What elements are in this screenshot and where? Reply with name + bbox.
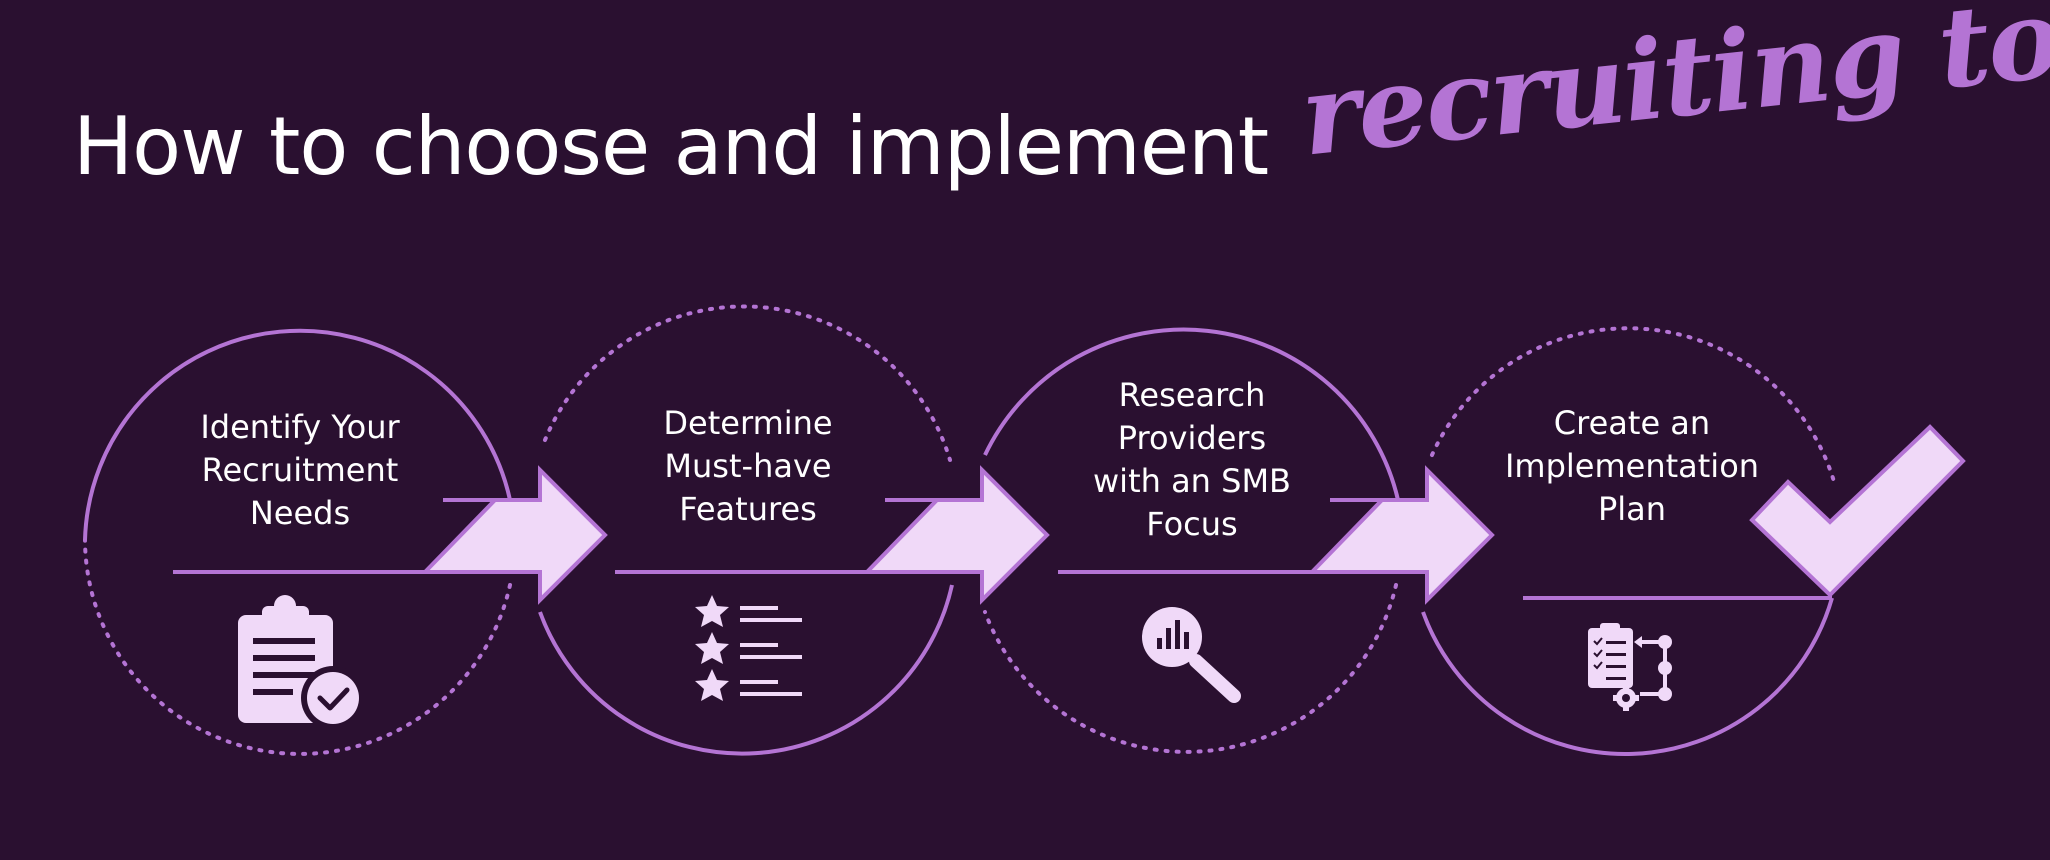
step-4-line-1: Create an: [1553, 404, 1711, 442]
step-4-circle: [1421, 326, 1837, 757]
step-2-circle: [538, 304, 954, 756]
step-1-label: Identify Your Recruitment Needs: [150, 406, 450, 535]
step-1-line-1: Identify Your: [200, 408, 400, 446]
arrow-1: [420, 465, 608, 605]
step-3-line-1: Research: [1118, 376, 1266, 414]
clipboard-check-icon: [238, 595, 365, 730]
star-list-icon: [695, 595, 802, 701]
checkmark-icon: [1749, 424, 1966, 598]
step-1-circle: [83, 328, 512, 756]
step-4-label: Create an Implementation Plan: [1482, 402, 1782, 531]
arrow-3: [1307, 465, 1495, 605]
step-2-line-1: Determine: [663, 404, 833, 442]
step-2-label: Determine Must-have Features: [598, 402, 898, 531]
step-3-line-2: Providers: [1117, 419, 1267, 457]
arrow-2: [862, 465, 1050, 605]
step-3-line-3: with an SMB: [1093, 462, 1291, 500]
checklist-flow-icon: [1588, 623, 1672, 711]
step-4-line-3: Plan: [1597, 490, 1667, 528]
step-1-line-3: Needs: [249, 494, 351, 532]
step-4-line-2: Implementation: [1504, 447, 1760, 485]
page-title: How to choose and implement: [73, 100, 1269, 193]
step-3-label: Research Providers with an SMB Focus: [1042, 374, 1342, 546]
step-1-line-2: Recruitment: [201, 451, 399, 489]
step-2-line-2: Must-have: [664, 447, 832, 485]
magnifier-chart-icon: [1142, 607, 1241, 703]
step-2-line-3: Features: [679, 490, 817, 528]
step-3-circle: [983, 327, 1400, 754]
step-3-line-4: Focus: [1146, 505, 1238, 543]
